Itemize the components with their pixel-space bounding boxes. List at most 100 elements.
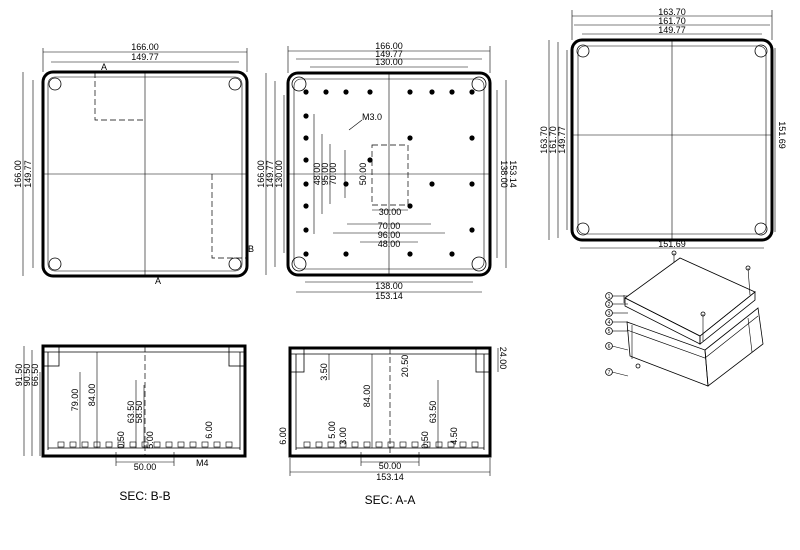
mounting-boss [429, 181, 435, 187]
dim-w2: 149.77 [375, 49, 403, 59]
base-rib [57, 441, 65, 448]
dim-width: 153.14 [376, 472, 404, 482]
mounting-bosses [303, 89, 475, 257]
callout-number: 1 [608, 294, 611, 300]
dim-in-h1: 30.00 [379, 207, 402, 217]
section-bb: 91.50 90.50 66.50 79.00 84.00 63.50 58.5… [14, 344, 247, 503]
dim-84: 84.00 [362, 385, 372, 408]
dim-bottom: 151.69 [658, 239, 686, 249]
section-marker-a-top: A [101, 62, 107, 72]
dim-in-h2: 70.00 [378, 221, 401, 231]
base-rib [387, 441, 395, 448]
base-rib [117, 441, 125, 448]
mounting-boss [303, 89, 309, 95]
corner-hole [48, 257, 62, 271]
callout-number: 2 [608, 302, 611, 308]
iso-body-side [704, 307, 764, 387]
dim-h2: 90.50 [22, 364, 32, 387]
base-rib [81, 441, 89, 448]
base-rib [471, 441, 479, 448]
thread-callout: M3.0 [362, 112, 382, 122]
iso-body-front [626, 321, 709, 387]
base-rib [399, 441, 407, 448]
corner-hole [754, 222, 768, 236]
mounting-boss [303, 157, 309, 163]
dim-500: 5.00 [327, 421, 337, 439]
dim-6350: 63.50 [428, 401, 438, 424]
mounting-boss [343, 89, 349, 95]
base-rib [213, 441, 221, 448]
iso-lid-side [699, 291, 756, 345]
mounting-boss [407, 89, 413, 95]
dim-width-inner: 149.77 [131, 52, 159, 62]
dim-350: 3.50 [319, 363, 329, 381]
dim-w1: 163.70 [658, 7, 686, 17]
base-rib [351, 441, 359, 448]
mounting-boss [343, 251, 349, 257]
sec-bb-outline [41, 344, 247, 458]
dim-base: 50.00 [134, 462, 157, 472]
dim-5850: 58.50 [134, 401, 144, 424]
dim-r1: 138.00 [499, 160, 509, 188]
callout-number: 6 [608, 344, 611, 350]
section-line-a [94, 72, 145, 121]
mounting-boss [303, 181, 309, 187]
callout-number: 4 [608, 320, 611, 326]
mounting-boss [303, 227, 309, 233]
dim-h2: 149.77 [265, 160, 275, 188]
corner-hole [754, 44, 768, 58]
mounting-boss [367, 157, 373, 163]
base-rib [327, 441, 335, 448]
dim-w3: 149.77 [658, 25, 686, 35]
base-rib [225, 441, 233, 448]
mounting-boss [449, 89, 455, 95]
dim-h1: 91.50 [14, 364, 24, 387]
dim-79: 79.00 [70, 389, 80, 412]
corner-hole [576, 222, 590, 236]
iso-lid-top [624, 257, 756, 337]
corner-hole [228, 257, 242, 271]
section-caption-aa: SEC: A-A [365, 493, 416, 507]
top-view-middle: 166.00 149.77 130.00 166.00 149.77 130.0… [256, 41, 518, 301]
base-rib [129, 441, 137, 448]
dim-600: 6.00 [278, 427, 288, 445]
base-rib [459, 441, 467, 448]
mounting-boss [407, 203, 413, 209]
dim-600: 6.00 [204, 421, 214, 439]
dim-300: 3.00 [338, 427, 348, 445]
dim-2050: 20.50 [400, 355, 410, 378]
mounting-boss [303, 203, 309, 209]
dim-w3: 130.00 [375, 57, 403, 67]
dim-height-outer: 166.00 [13, 160, 23, 188]
dim-h3: 149.77 [557, 126, 567, 154]
dim-in-v4: 50.00 [358, 163, 368, 186]
mounting-boss [303, 113, 309, 119]
corner-hole [291, 256, 307, 272]
base-rib [435, 441, 443, 448]
dim-450: 4.50 [449, 427, 459, 445]
mounting-boss [303, 135, 309, 141]
iso-lid-front [624, 297, 701, 345]
dim-84: 84.00 [87, 384, 97, 407]
corner-hole [471, 256, 487, 272]
dim-h1: 163.70 [539, 126, 549, 154]
section-caption-bb: SEC: B-B [119, 489, 170, 503]
dim-width-outer: 166.00 [131, 42, 159, 52]
base-rib [141, 441, 149, 448]
mounting-boss [469, 89, 475, 95]
dim-h3: 130.00 [274, 160, 284, 188]
section-marker-a-bottom: A [155, 276, 161, 286]
callout-number: 5 [608, 329, 611, 335]
section-aa: 3.50 84.00 20.50 24.00 63.50 6.00 5.00 3… [278, 346, 508, 507]
mounting-boss [469, 135, 475, 141]
base-rib [69, 441, 77, 448]
dim-050: 0.50 [420, 431, 430, 449]
base-rib [363, 441, 371, 448]
base-rib [165, 441, 173, 448]
dim-in-v3: 70.00 [328, 163, 338, 186]
dim-in-v2: 95.00 [320, 163, 330, 186]
section-marker-b: B [248, 244, 254, 254]
dim-right: 151.69 [777, 121, 787, 149]
dim-w2: 161.70 [658, 16, 686, 26]
